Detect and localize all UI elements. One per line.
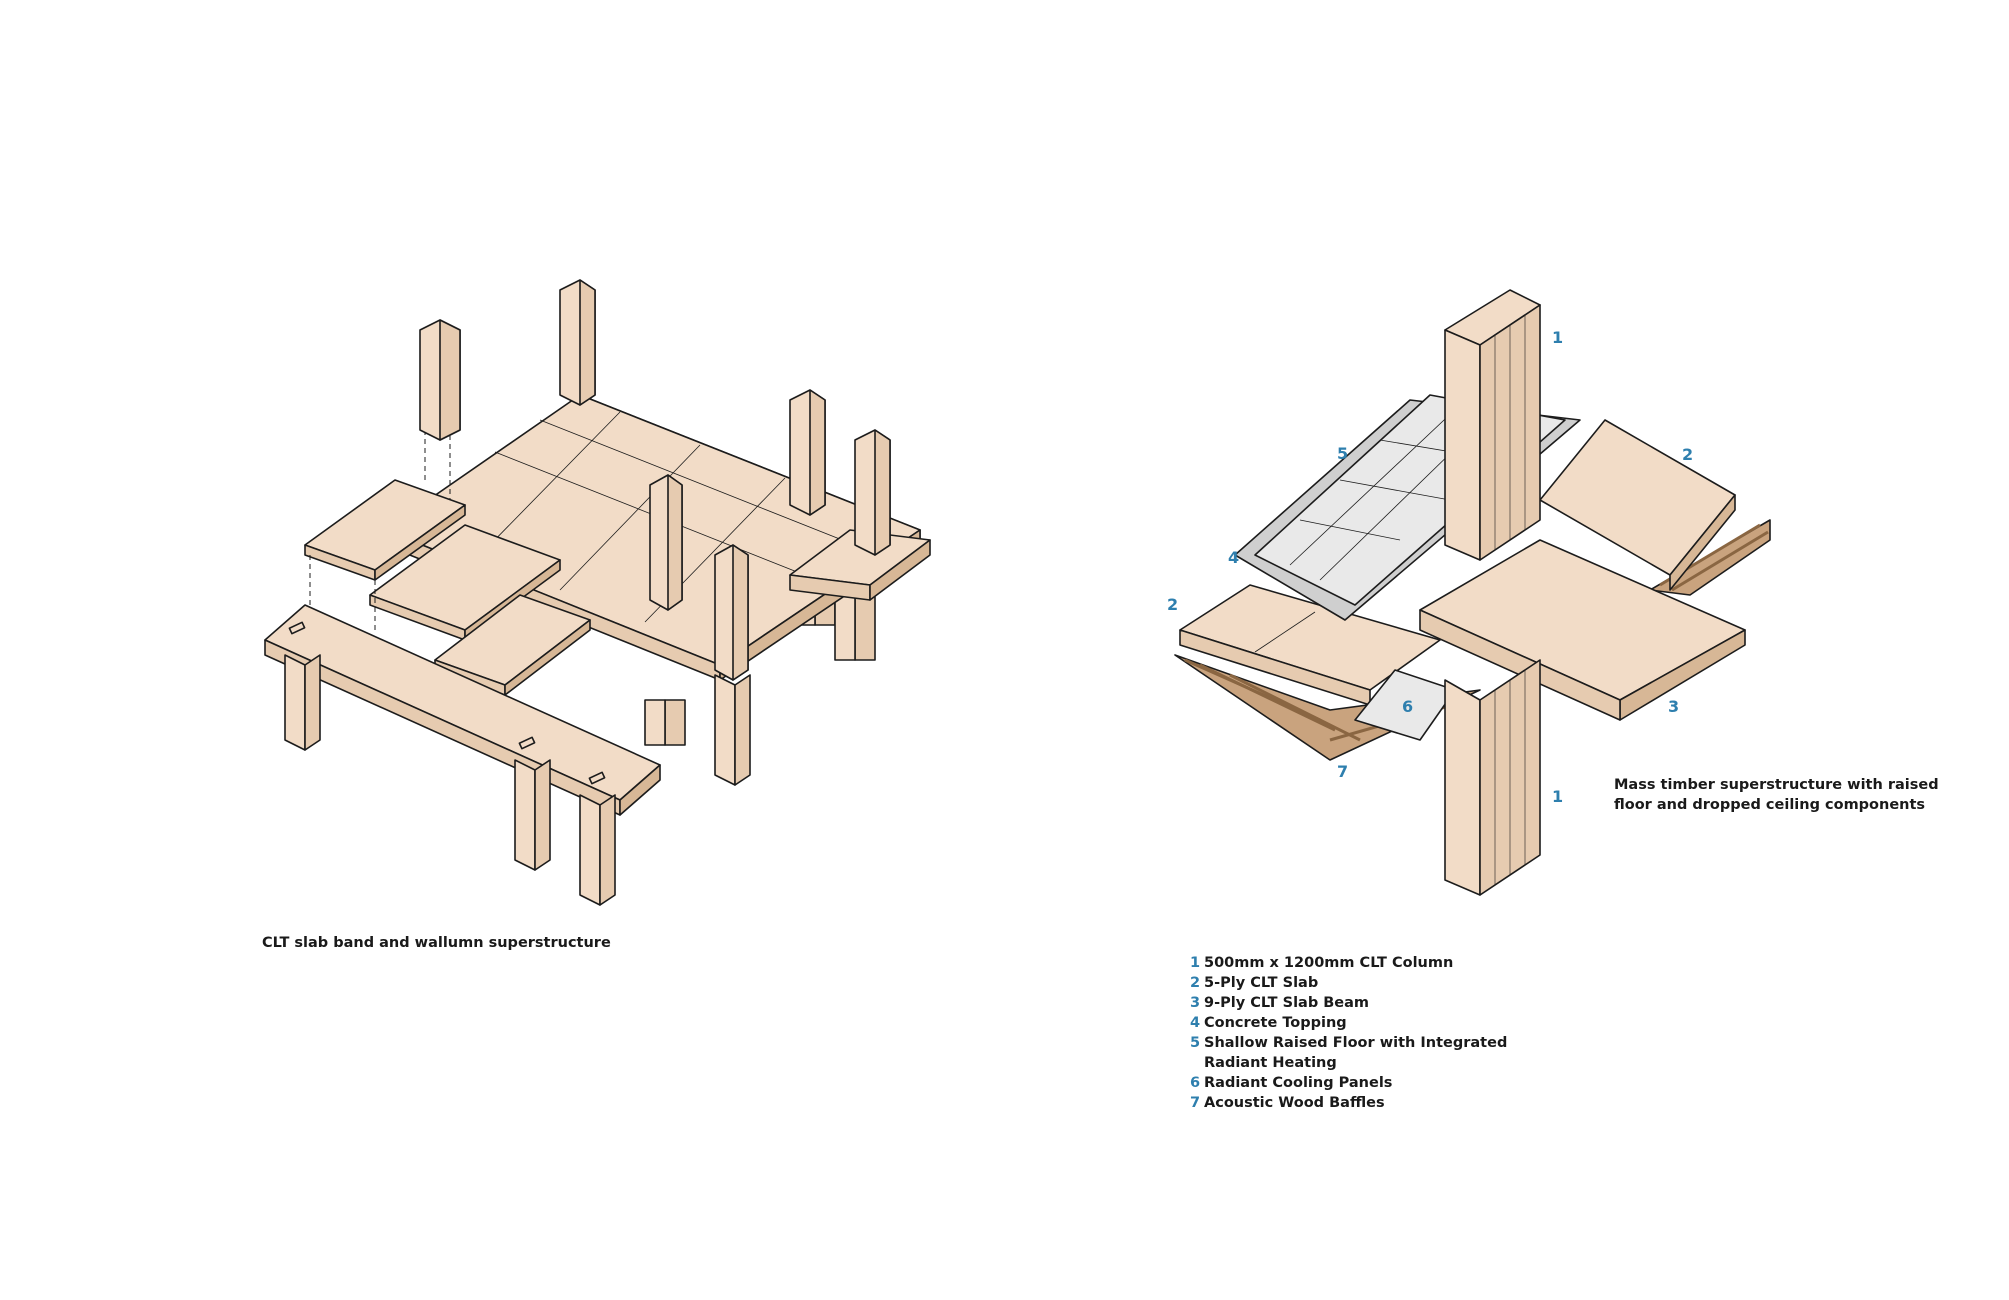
callout-beam: 3 bbox=[1668, 697, 1679, 716]
right-diagram-caption-line-2: floor and dropped ceiling components bbox=[1614, 797, 1925, 813]
legend-text: 9-Ply CLT Slab Beam bbox=[1204, 995, 1369, 1011]
legend-num: 1 bbox=[1190, 955, 1200, 971]
legend-num: 5 bbox=[1190, 1035, 1200, 1051]
left-axonometric-diagram bbox=[264, 279, 931, 906]
clt-column bbox=[1444, 289, 1541, 896]
legend-text: Shallow Raised Floor with Integrated bbox=[1204, 1035, 1507, 1051]
right-axonometric-diagram bbox=[1174, 289, 1771, 896]
slab-band-right bbox=[789, 529, 931, 601]
legend-text: Concrete Topping bbox=[1204, 1015, 1347, 1031]
callout-column-top: 1 bbox=[1552, 328, 1563, 347]
legend-num: 4 bbox=[1190, 1015, 1200, 1031]
legend-num: 6 bbox=[1190, 1075, 1200, 1091]
upper-wallumns bbox=[419, 279, 891, 681]
callout-labels: 1 1 2 2 3 4 5 6 7 bbox=[1167, 328, 1693, 806]
legend-num: 7 bbox=[1190, 1095, 1200, 1111]
left-diagram-caption: CLT slab band and wallumn superstructure bbox=[262, 935, 611, 951]
legend-text: Radiant Cooling Panels bbox=[1204, 1075, 1392, 1091]
callout-baffles: 7 bbox=[1337, 762, 1348, 781]
callout-slab-left: 2 bbox=[1167, 595, 1178, 614]
legend-text: 500mm x 1200mm CLT Column bbox=[1204, 955, 1453, 971]
clt-slab-right bbox=[1539, 419, 1736, 591]
legend-num: 2 bbox=[1190, 975, 1200, 991]
legend-text: 5-Ply CLT Slab bbox=[1204, 975, 1318, 991]
callout-cooling-panels: 6 bbox=[1402, 697, 1413, 716]
legend-text: Acoustic Wood Baffles bbox=[1204, 1095, 1385, 1111]
callout-slab-right: 2 bbox=[1682, 445, 1693, 464]
callout-column-bottom: 1 bbox=[1552, 787, 1563, 806]
legend-num: 3 bbox=[1190, 995, 1200, 1011]
callout-raised-floor: 5 bbox=[1337, 444, 1348, 463]
callout-topping: 4 bbox=[1228, 548, 1239, 567]
legend: 1 500mm x 1200mm CLT Column 2 5-Ply CLT … bbox=[1190, 955, 1507, 1111]
lower-columns-front bbox=[284, 654, 751, 906]
detached-slab-panels bbox=[304, 430, 591, 696]
clt-slab-beam bbox=[1419, 539, 1746, 721]
right-diagram-caption-line-1: Mass timber superstructure with raised bbox=[1614, 777, 1939, 793]
legend-text: Radiant Heating bbox=[1204, 1055, 1337, 1071]
